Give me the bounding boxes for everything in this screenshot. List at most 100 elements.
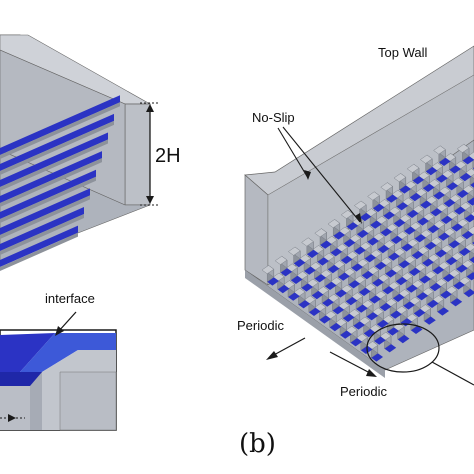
post-top: [261, 265, 275, 275]
floor-square: [288, 292, 300, 301]
floor-square: [374, 261, 387, 270]
rib-side: [0, 158, 102, 207]
post-top: [354, 200, 367, 210]
floor-square: [322, 298, 334, 307]
post-top: [327, 219, 341, 229]
periodic-left-label: Periodic: [237, 318, 284, 333]
floor-square: [324, 281, 337, 290]
periodic-left-arrow: [266, 337, 306, 360]
panel-a-channel: [0, 34, 152, 271]
floor-square: [366, 312, 379, 321]
post-top: [314, 228, 327, 238]
rib-side: [0, 195, 90, 239]
floor-square: [462, 156, 474, 165]
post-top: [274, 255, 288, 265]
floor-square: [403, 301, 415, 310]
post-top: [456, 143, 470, 153]
floor-square: [376, 319, 389, 328]
rib: [0, 169, 96, 219]
floor-square: [293, 258, 306, 268]
panel-b-label: (b): [239, 429, 276, 459]
floor-square: [469, 256, 474, 264]
interface-arrow: [55, 311, 77, 336]
floor-square: [350, 338, 363, 347]
floor-square: [412, 176, 425, 185]
rib-side: [0, 102, 120, 159]
floor-square: [354, 246, 366, 255]
rib-side: [0, 139, 108, 191]
floor-square: [361, 270, 374, 280]
interface-inset: [0, 329, 117, 431]
rib: [0, 188, 90, 235]
floor-square: [306, 249, 319, 258]
floor-square: [383, 211, 395, 220]
rib-side: [0, 176, 96, 223]
floor-square: [392, 293, 405, 302]
floor-square: [379, 302, 392, 312]
floor-square: [390, 235, 403, 244]
post-top: [433, 145, 446, 155]
floor-square: [422, 258, 434, 267]
floor-square: [448, 240, 461, 249]
floor-square: [327, 264, 340, 274]
floor-square: [386, 194, 398, 203]
floor-square: [384, 344, 397, 353]
floor-square: [409, 192, 422, 202]
floor-square: [417, 217, 429, 226]
floor-square: [432, 266, 445, 275]
floor-square: [363, 328, 376, 338]
floor-square: [388, 252, 400, 261]
post-top: [288, 246, 301, 256]
floor-square: [438, 232, 450, 241]
floor-square: [445, 256, 458, 266]
floor-square: [372, 278, 384, 287]
floor-square: [451, 223, 463, 232]
floor-square: [390, 310, 402, 319]
floor-square: [413, 308, 426, 318]
floor-square: [436, 174, 448, 183]
floor-square: [411, 250, 424, 260]
floor-square: [406, 209, 419, 218]
no-slip-label: No-Slip: [252, 110, 295, 125]
floor-square: [280, 268, 293, 277]
floor-square: [345, 296, 358, 306]
panel-b-channel: [244, 45, 474, 378]
floor-square: [424, 316, 436, 325]
floor-square: [458, 247, 471, 256]
floor-square: [348, 280, 361, 289]
floor-square: [304, 266, 316, 275]
panel-b-cube-posts: [261, 143, 474, 362]
floor-square: [399, 185, 411, 194]
floor-square: [346, 222, 359, 231]
floor-square: [329, 322, 342, 332]
floor-square: [397, 334, 410, 344]
floor-square: [416, 292, 429, 301]
post-top: [380, 182, 393, 192]
floor-square: [395, 276, 408, 286]
interface-label: interface: [45, 291, 95, 306]
floor-square: [319, 315, 331, 324]
floor-square: [463, 288, 474, 298]
floor-square: [461, 230, 474, 240]
floor-square: [367, 237, 379, 246]
floor-square: [438, 157, 451, 166]
floor-square: [332, 306, 345, 315]
zoom-callout: [366, 323, 474, 386]
floor-square: [298, 300, 311, 309]
floor-square: [317, 257, 329, 266]
floor-square: [333, 231, 345, 240]
floor-square: [393, 218, 406, 228]
panel-a-end-face: [124, 103, 151, 206]
floor-square: [369, 295, 381, 304]
floor-square: [450, 298, 463, 307]
floor-square: [308, 307, 321, 316]
top-wall-label: Top Wall: [378, 45, 427, 60]
floor-square: [408, 267, 421, 276]
floor-square: [385, 269, 397, 278]
floor-square: [372, 203, 385, 212]
floor-square: [340, 255, 353, 264]
floor-square: [466, 272, 474, 281]
floor-square: [425, 166, 438, 176]
floor-square: [456, 189, 469, 198]
floor-square: [456, 264, 468, 273]
